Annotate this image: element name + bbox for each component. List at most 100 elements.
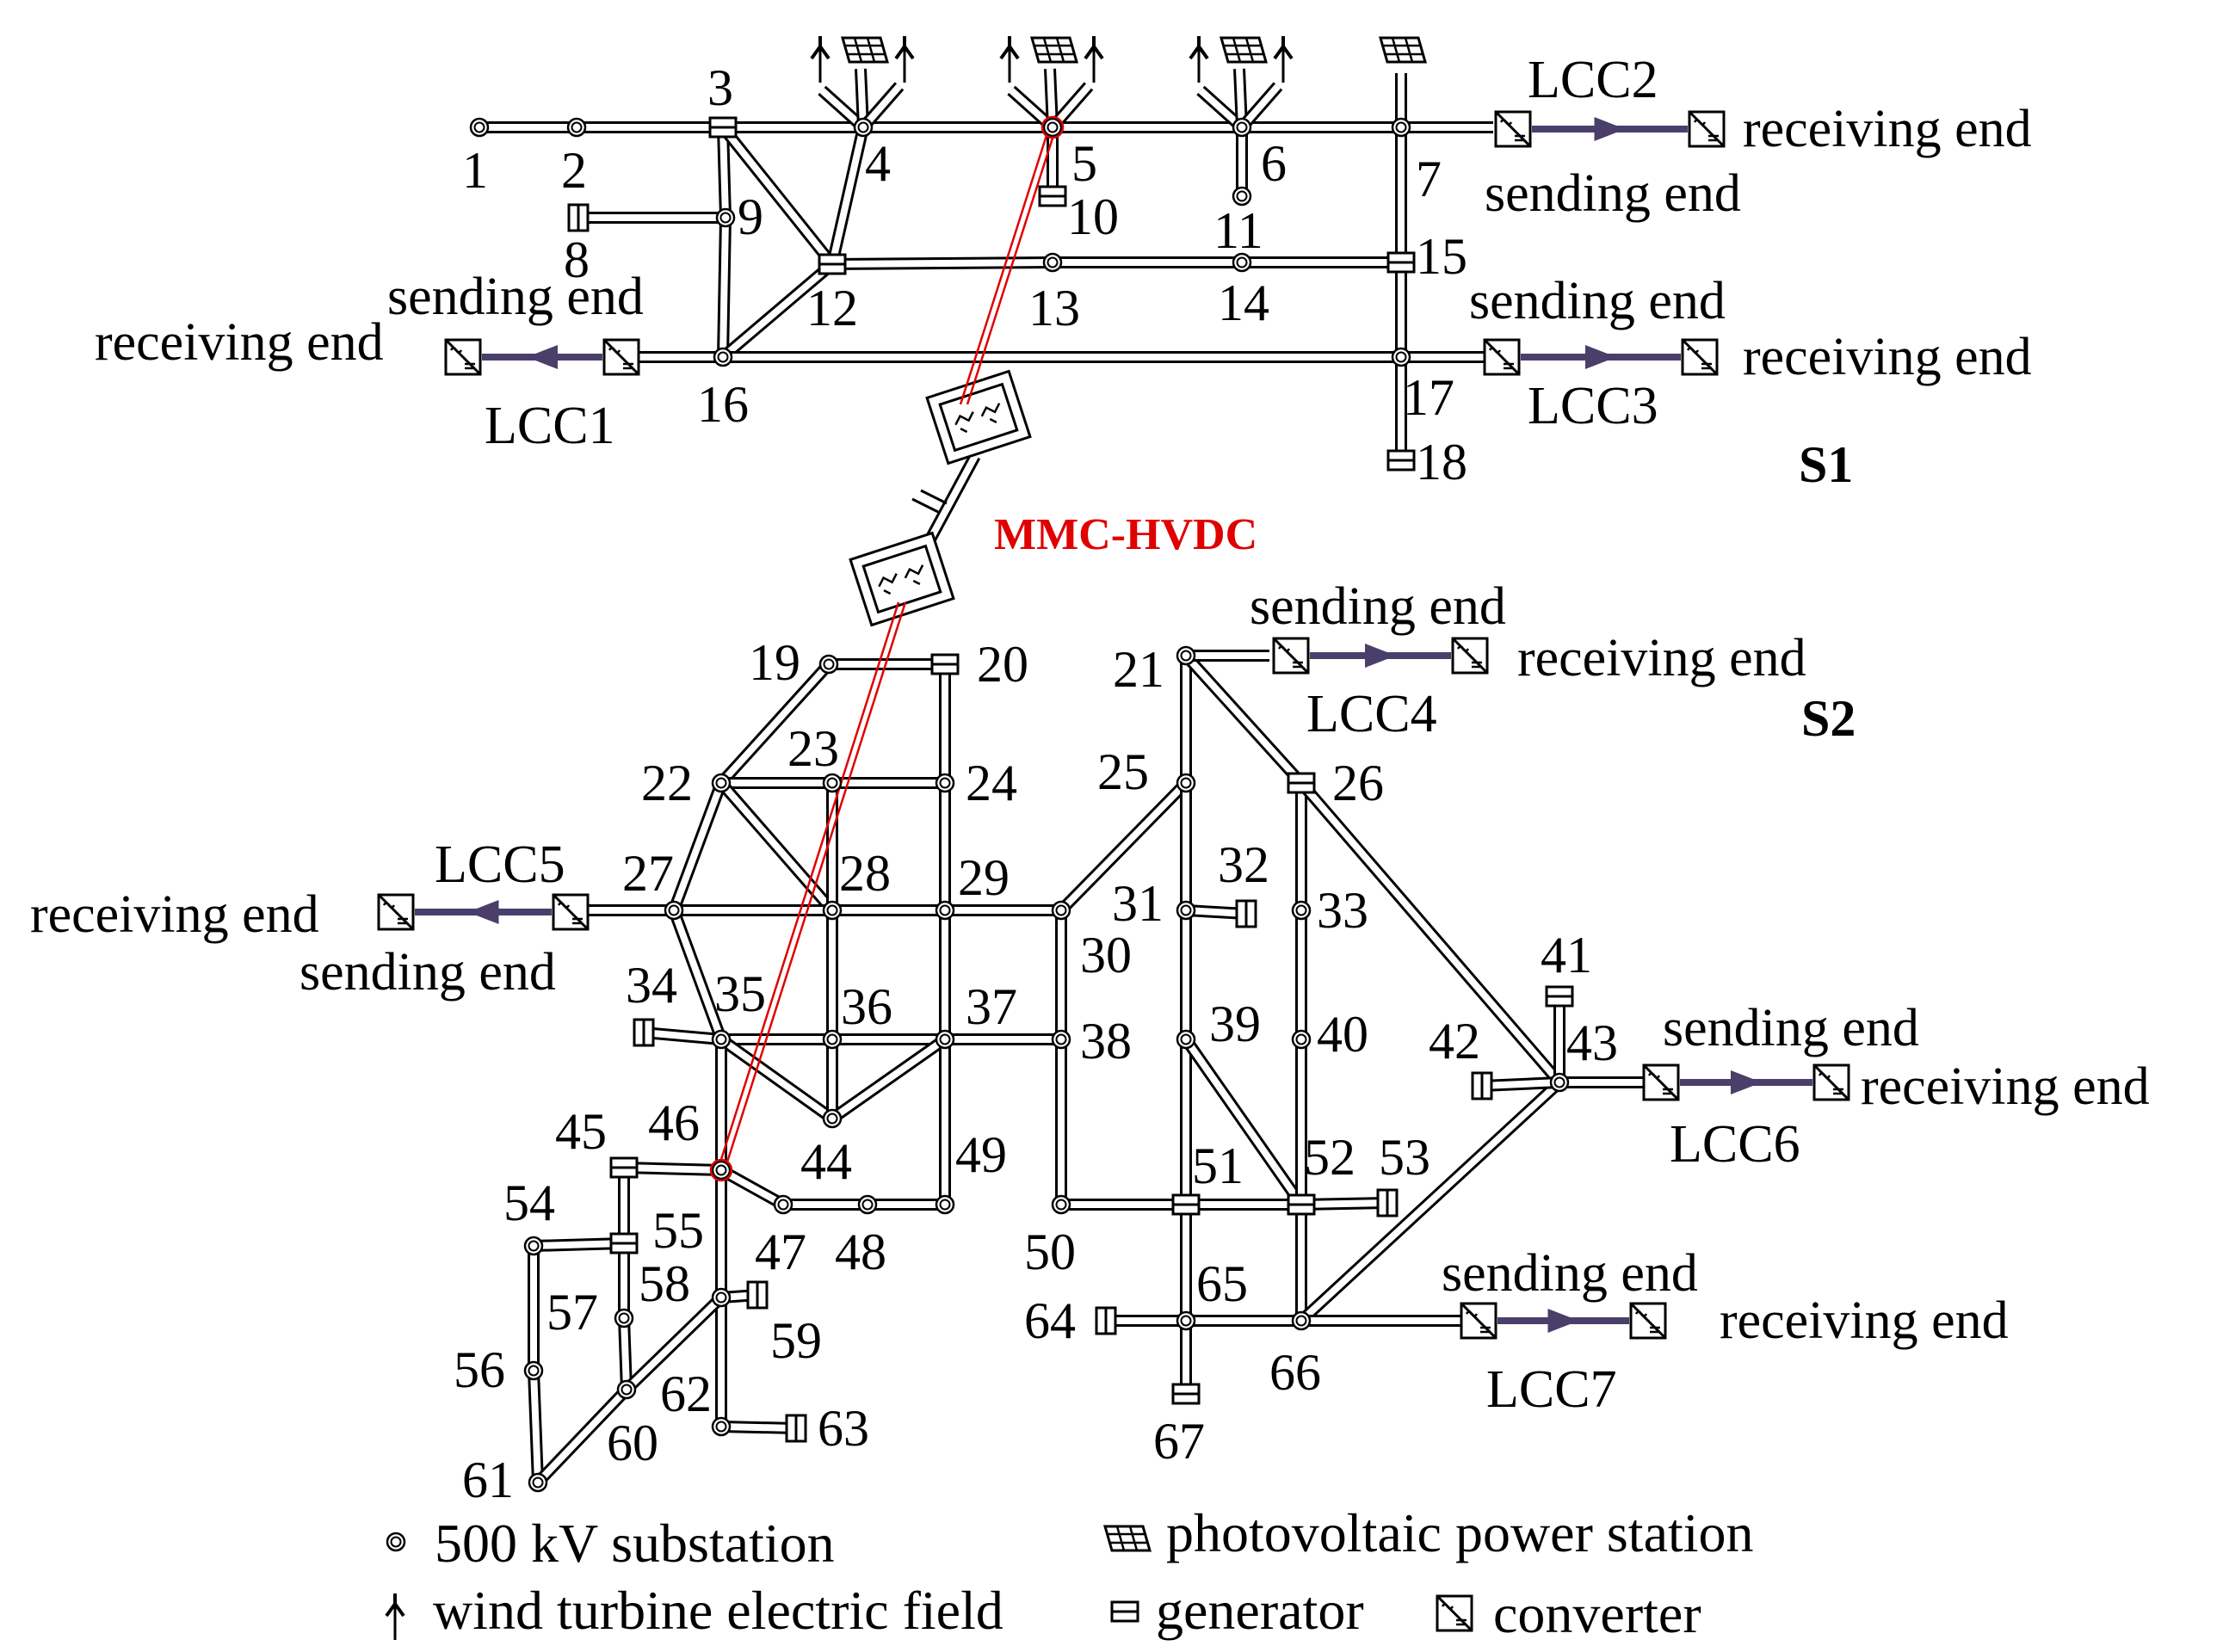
mmc-capacitor-a [911, 497, 939, 514]
bus-label-59: 59 [770, 1312, 822, 1369]
bus-label-11: 11 [1213, 202, 1263, 259]
generator-icon-bus-52 [1287, 1193, 1316, 1216]
line-12-13 [831, 256, 1053, 270]
lcc4-sending-label: sending end [1250, 577, 1506, 636]
bus-label-49: 49 [955, 1126, 1007, 1183]
mmc-red-lower-1 [723, 601, 907, 1171]
bus-label-57: 57 [546, 1284, 598, 1341]
substation-icon-bus-30 [1051, 900, 1071, 921]
lcc6-receiving-converter-icon [1812, 1063, 1850, 1101]
legend-generator-label: generator [1156, 1580, 1364, 1641]
bus-label-16: 16 [697, 376, 749, 433]
bus-label-64: 64 [1024, 1292, 1076, 1349]
bus-label-28: 28 [839, 845, 891, 902]
substation-icon-bus-17 [1391, 347, 1411, 367]
legend-substation-label: 500 kV substation [435, 1513, 835, 1574]
substation-icon-bus-46 [711, 1160, 732, 1180]
bus-label-5: 5 [1071, 135, 1097, 192]
bus-label-62: 62 [660, 1365, 712, 1422]
lcc1-sending-label: sending end [387, 268, 644, 326]
generator-icon-bus-51 [1171, 1193, 1201, 1216]
line-19-22 [716, 660, 834, 787]
lcc7-sending-label: sending end [1442, 1244, 1698, 1303]
wind-turbine-icon-bus-4-left [810, 34, 831, 84]
substation-icon-bus-27 [664, 900, 684, 921]
lcc-dc-links [377, 110, 1850, 1340]
substation-icon-bus-23 [822, 773, 843, 793]
bus-label-54: 54 [503, 1174, 555, 1231]
substation-icon-bus-5 [1042, 117, 1063, 138]
substation-icon-bus-60 [616, 1379, 637, 1400]
substation-icon-bus-54 [523, 1236, 544, 1256]
mmc-hvdc-label: MMC-HVDC [994, 510, 1257, 559]
bus-label-20: 20 [977, 636, 1028, 693]
photovoltaic-icon-bus-5 [1030, 36, 1078, 64]
lcc3-receiving-label: receiving end [1743, 328, 2032, 386]
generator-icon-bus-3 [708, 116, 738, 139]
bus-label-39: 39 [1209, 996, 1261, 1052]
substation-icon-bus-39 [1176, 1029, 1196, 1050]
lcc4-receiving-label: receiving end [1517, 629, 1806, 687]
substation-icon-bus-50 [1051, 1194, 1071, 1215]
lcc3-receiving-converter-icon [1681, 338, 1719, 376]
lcc2-receiving-label: receiving end [1743, 100, 2032, 158]
substation-icon-bus-58 [711, 1287, 732, 1308]
line-35-44 [717, 1034, 837, 1124]
substation-icon-bus-1 [469, 117, 490, 138]
lcc3-name: LCC3 [1528, 377, 1658, 435]
lcc5-sending-label: sending end [299, 943, 556, 1002]
line-58-60 [622, 1292, 726, 1395]
generator-icon-bus-41 [1545, 985, 1574, 1008]
lcc4-sending-converter-icon [1272, 637, 1310, 675]
bus-label-1: 1 [462, 142, 488, 199]
substation-icon-bus-36 [822, 1029, 843, 1050]
substation-icon-bus-28 [822, 900, 843, 921]
lcc6-name: LCC6 [1670, 1115, 1800, 1174]
lcc5-receiving-converter-icon [377, 893, 415, 931]
bus-label-19: 19 [749, 634, 800, 691]
lcc5-sending-converter-icon [552, 893, 590, 931]
wind-turbine-icon-bus-5-left [999, 34, 1020, 84]
lcc5-arrow [467, 900, 499, 924]
substation-icon-bus-48 [857, 1194, 878, 1215]
lcc2-arrow [1594, 117, 1626, 141]
bus-label-13: 13 [1028, 280, 1080, 336]
lcc1-name: LCC1 [485, 397, 615, 455]
bus-label-32: 32 [1218, 836, 1269, 893]
generator-icon-bus-34 [633, 1018, 655, 1047]
lcc5-link [377, 893, 590, 931]
substation-icon-bus-65 [1176, 1310, 1196, 1331]
generator-icon-bus-32 [1235, 899, 1257, 928]
generator-icon-bus-42 [1471, 1071, 1493, 1100]
lcc2-receiving-converter-icon [1688, 110, 1726, 148]
bus-label-29: 29 [958, 849, 1010, 906]
substation-icon-bus-4 [853, 117, 874, 138]
region-s1-label: S1 [1799, 436, 1853, 493]
bus-label-43: 43 [1566, 1014, 1618, 1071]
substation-icon-bus-19 [818, 654, 839, 675]
generator-icon-bus-67 [1171, 1383, 1201, 1405]
line-56-61 [528, 1370, 544, 1483]
generator-icon-bus-55 [609, 1232, 639, 1254]
substation-icon-bus-33 [1291, 900, 1312, 921]
line-43-66 [1297, 1077, 1564, 1326]
substation-icon-bus-56 [523, 1360, 544, 1381]
bus-label-53: 53 [1379, 1129, 1430, 1186]
mmc-hvdc-link [716, 126, 1058, 1171]
line-52-53 [1300, 1197, 1388, 1211]
legend-wind-turbine-label: wind turbine electric field [433, 1580, 1003, 1641]
substation-icon-bus-40 [1291, 1029, 1312, 1050]
bus-label-10: 10 [1067, 188, 1119, 245]
line-45-46 [623, 1162, 722, 1176]
generator-icon-bus-12 [818, 253, 847, 275]
bus-label-60: 60 [607, 1415, 658, 1471]
substation-icon-bus-2 [566, 117, 587, 138]
substation-icon-bus-49 [935, 1194, 955, 1215]
lcc3-arrow [1585, 345, 1616, 369]
line-12-16 [719, 259, 837, 362]
bus-label-24: 24 [966, 755, 1017, 811]
line-54-55 [533, 1237, 625, 1252]
bus-label-25: 25 [1097, 743, 1149, 800]
